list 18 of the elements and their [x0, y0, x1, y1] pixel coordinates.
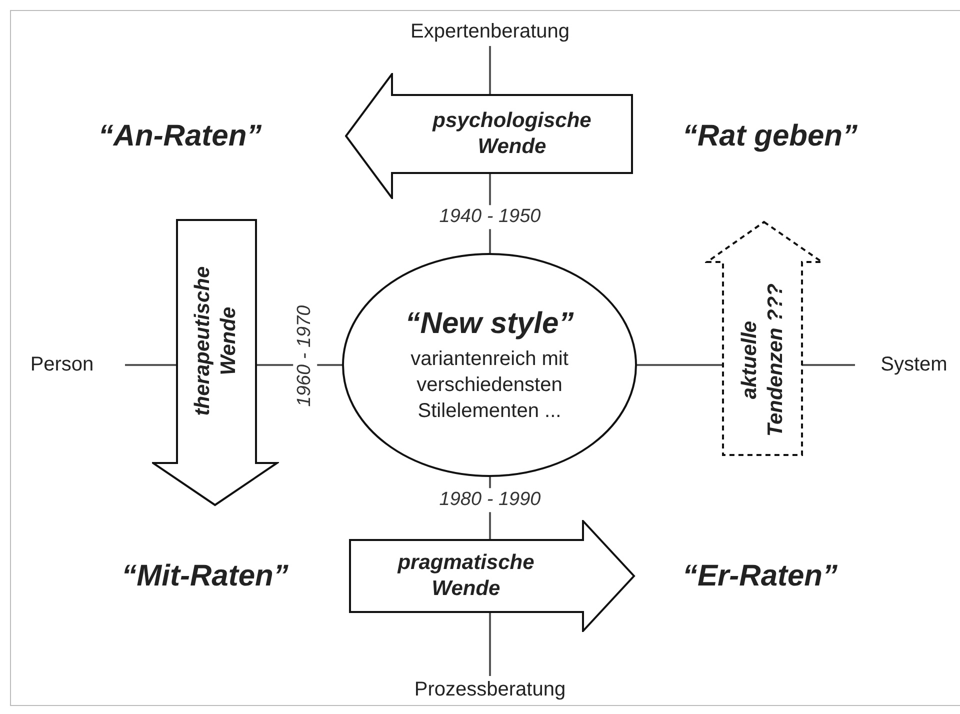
ellipse: [342, 253, 637, 477]
quadrant-label: “Er-Raten”: [682, 558, 838, 594]
quadrant-label: “An-Raten”: [98, 118, 262, 154]
quadrant-label: “Rat geben”: [682, 118, 858, 154]
ellipse-title: “New style”: [405, 306, 574, 342]
block-arrow-down: [152, 219, 279, 507]
quadrant-label: “Mit-Raten”: [122, 558, 288, 594]
arrow-label: pragmatische Wende: [396, 550, 536, 602]
axis-label: System: [880, 352, 948, 378]
axis-label: Prozessberatung: [414, 678, 566, 702]
arrow-label: therapeutische Wende: [190, 265, 241, 418]
arrow-label: psychologische Wende: [431, 108, 592, 160]
axis-label: Person: [30, 352, 94, 378]
arrow-label: aktuelle Tendenzen ???: [737, 282, 788, 439]
axis-label: Expertenberatung: [410, 20, 570, 44]
ellipse-text: variantenreich mit verschiedensten Stilelementen ...: [410, 347, 570, 424]
block-arrow-right: [348, 520, 636, 632]
block-arrow-left: [345, 73, 634, 199]
